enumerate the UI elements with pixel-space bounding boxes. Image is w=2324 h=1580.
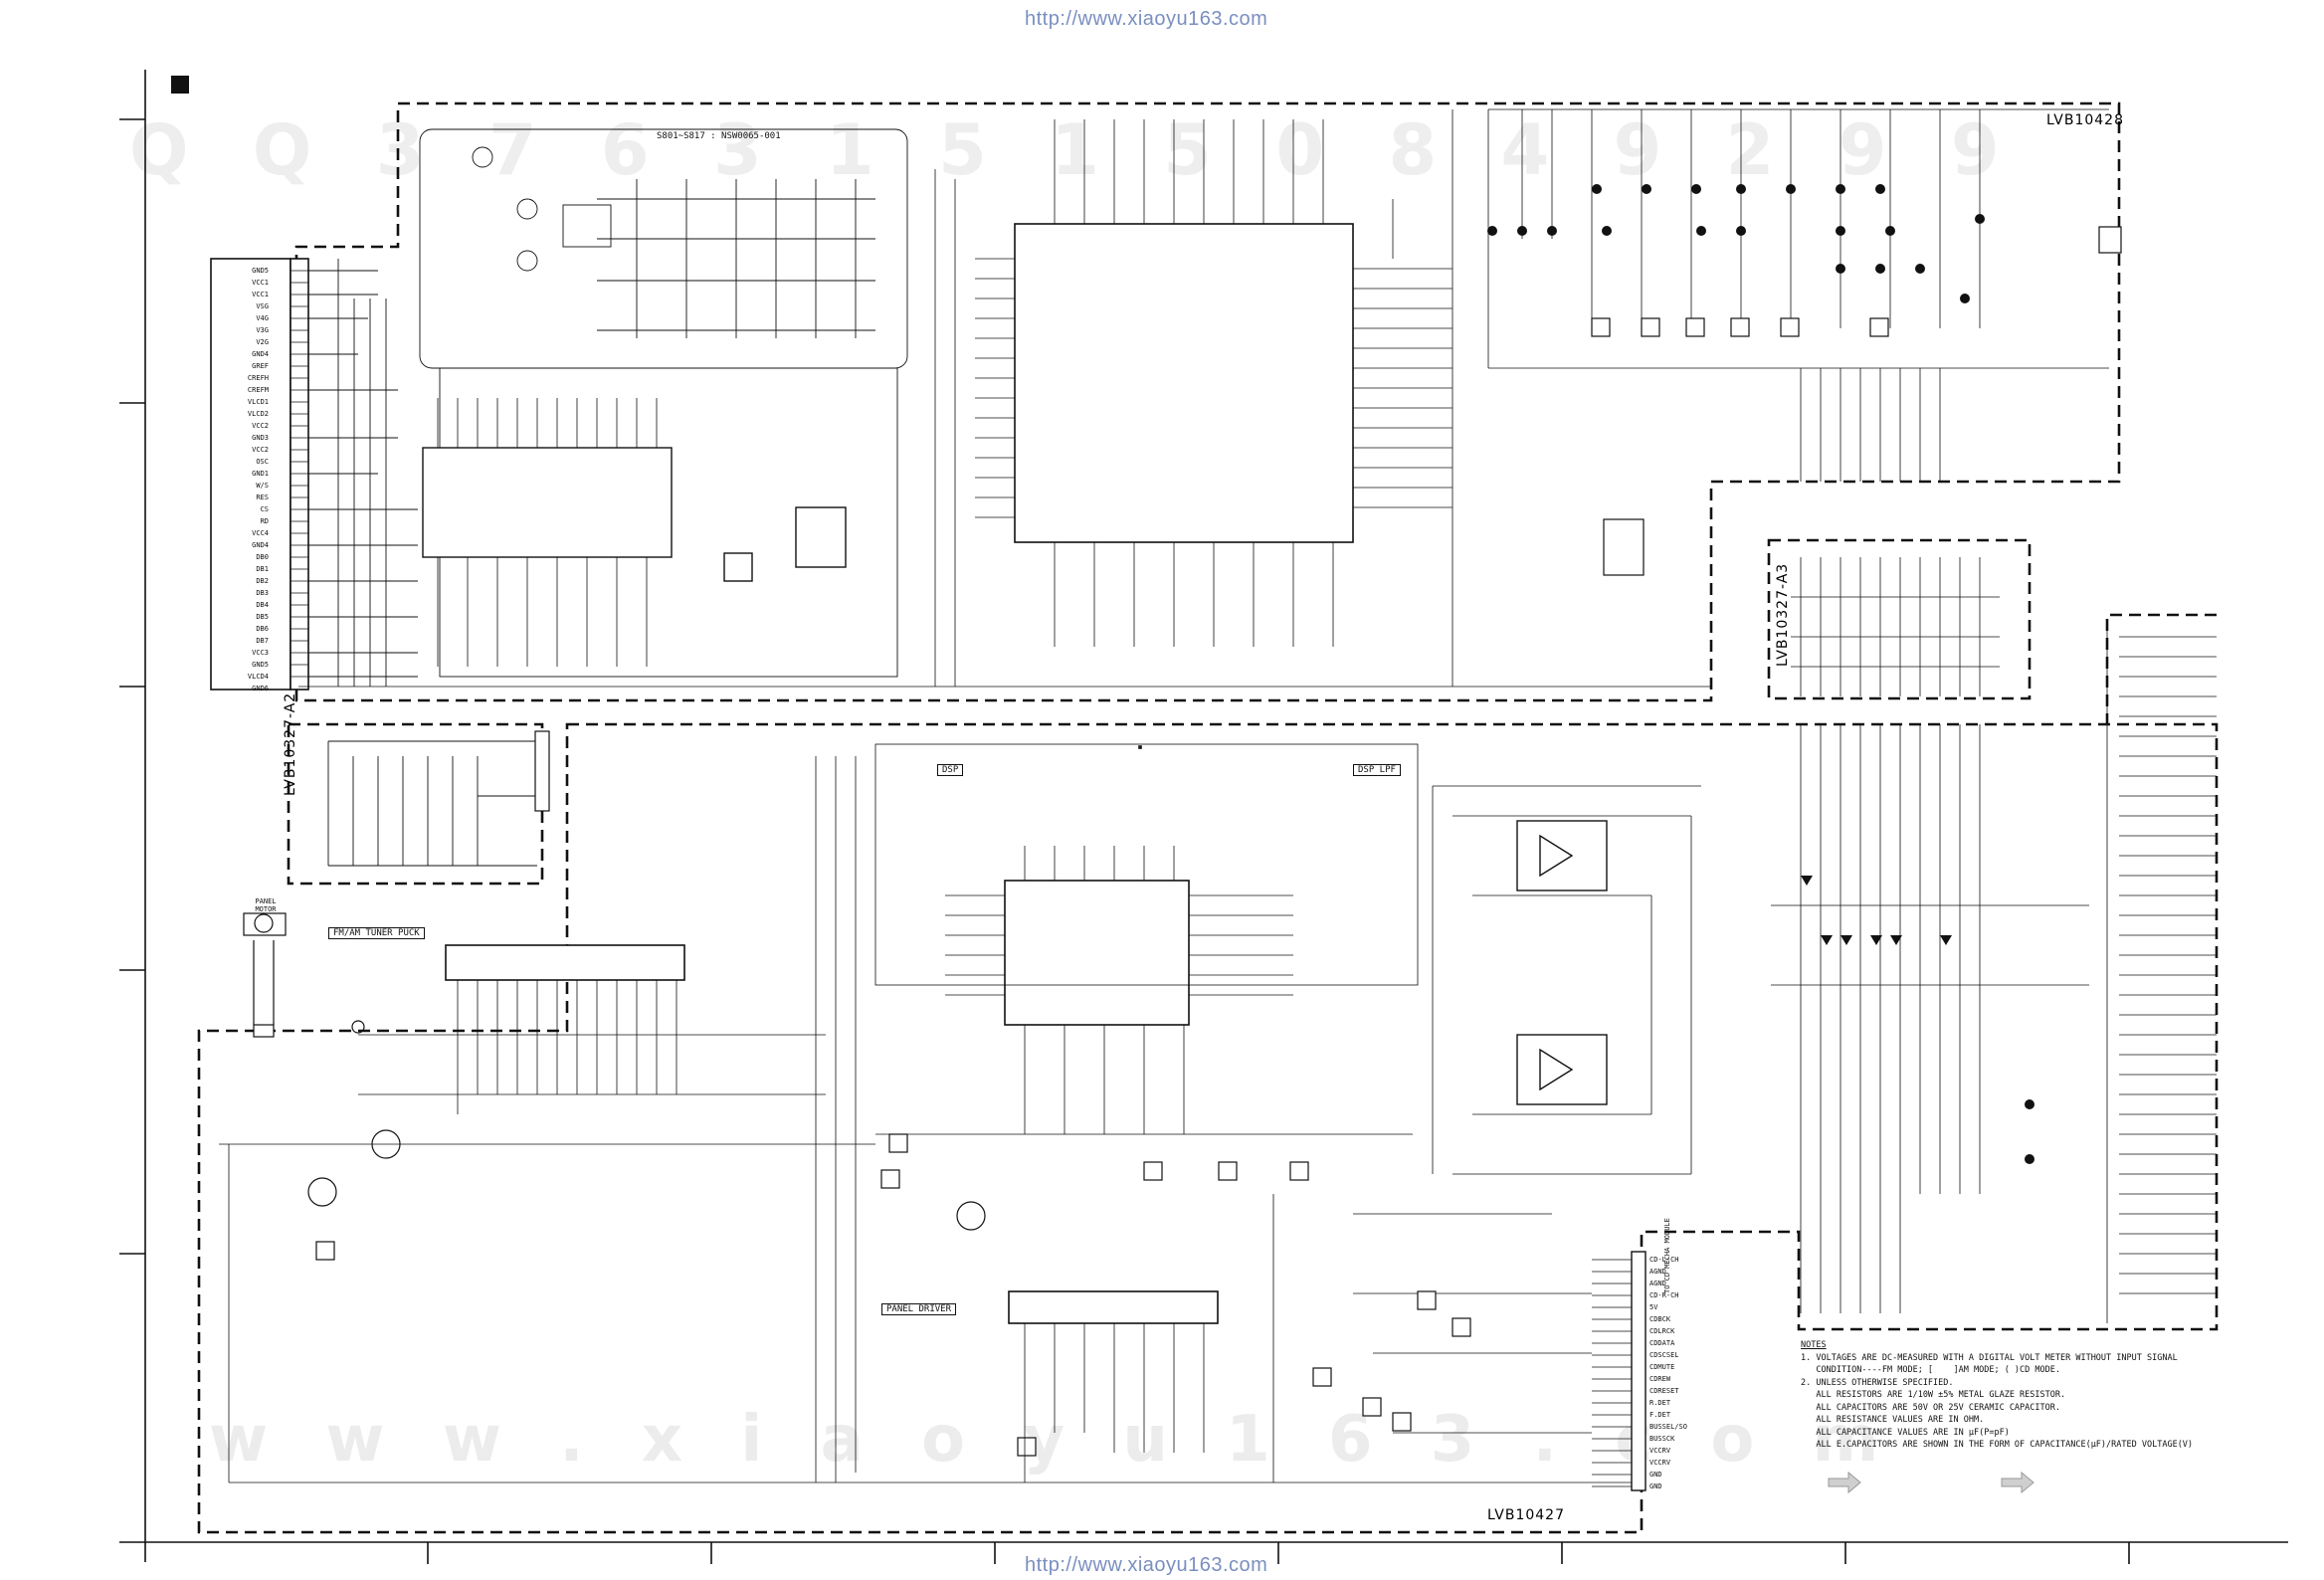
notes-line: 2. UNLESS OTHERWISE SPECIFIED. [1801,1377,1954,1388]
pin-label: VSG [256,302,269,310]
cd-pin-label: CDBCK [1649,1315,1671,1323]
pin-label: V2G [256,338,269,346]
notes-line: ALL RESISTANCE VALUES ARE IN OHM. [1801,1415,1985,1425]
dsp-label: DSP [937,764,964,776]
pin-label: DB0 [256,553,269,561]
cd-pin-label: GND [1649,1482,1662,1490]
pin-label: VLCD2 [247,410,269,418]
pin-label: CS [260,505,269,513]
pin-label: CREFM [247,386,269,394]
pin-label: VCC1 [252,291,269,298]
pin-label: GND5 [252,661,269,669]
pin-label: VCC3 [252,649,269,657]
pin-label: VLCD1 [247,398,269,406]
pin-label: DB4 [256,601,269,609]
header-url[interactable]: http://www.xiaoyu163.com [1025,8,1268,30]
pin-label: GND5 [252,267,269,275]
pin-label: GND4 [252,541,269,549]
board-label-a3: LVB10327-A3 [1775,562,1791,667]
pin-label: VCC4 [252,529,269,537]
board-label-front: LVB10428 [2046,112,2124,128]
footer-url[interactable]: http://www.xiaoyu163.com [1025,1554,1268,1576]
cd-pin-label: CDRESET [1649,1387,1679,1395]
pin-label: GND6 [252,685,269,692]
notes-block: NOTES 1. VOLTAGES ARE DC-MEASURED WITH A… [1801,1339,2193,1452]
pin-label: DB1 [256,565,269,573]
notes-line: ALL CAPACITORS ARE 50V OR 25V CERAMIC CA… [1801,1402,2060,1413]
cd-pin-label: F.DET [1649,1411,1671,1419]
pin-label: VCC1 [252,279,269,287]
pin-label: DB6 [256,625,269,633]
pin-label: VCC2 [252,446,269,454]
cd-pin-label: CDREW [1649,1375,1671,1383]
cd-pin-label: AGND [1649,1268,1666,1276]
pin-label: DB3 [256,589,269,597]
watermark-top: Q Q 3 7 6 3 1 5 1 5 0 8 4 9 2 9 9 [129,109,2020,191]
cd-pin-label: R.DET [1649,1399,1671,1407]
pin-label: VLCD4 [247,673,269,681]
board-label-a2: LVB10327-A2 [283,691,298,796]
cd-pin-label: BUSSEL/SO [1649,1423,1687,1431]
pin-label: GND4 [252,350,269,358]
cd-pin-label: BUSSCK [1649,1435,1675,1443]
cd-pin-label: GND [1649,1471,1662,1479]
cd-pin-label: CD-R-CH [1649,1291,1679,1299]
tuner-label: FM/AM TUNER PUCK [328,927,425,939]
pin-label: VCC2 [252,422,269,430]
pin-label: DB7 [256,637,269,645]
cd-pin-label: 5V [1649,1303,1658,1311]
pin-label: RD [260,517,269,525]
cd-pin-label: CDMUTE [1649,1363,1675,1371]
notes-title: NOTES [1801,1340,1827,1350]
pin-label: CREFH [247,374,269,382]
pin-label: GREF [252,362,269,370]
dsp-lpf-label: DSP LPF [1353,764,1401,776]
cd-pin-label: CDSCSEL [1649,1351,1679,1359]
notes-line: ALL RESISTORS ARE 1/10W ±5% METAL GLAZE … [1801,1390,2066,1400]
cd-pin-label: VCCRV [1649,1459,1671,1467]
cd-pin-label: VCCRV [1649,1447,1671,1455]
pin-label: RES [256,494,269,501]
cd-pin-label: CDLRCK [1649,1327,1675,1335]
pin-label: OSC [256,458,269,466]
notes-line: 1. VOLTAGES ARE DC-MEASURED WITH A DIGIT… [1801,1352,2178,1363]
switch-block-label: S801~S817 : NSW0065-001 [657,131,781,141]
pin-label: V4G [256,314,269,322]
cd-pin-label: AGND [1649,1280,1666,1287]
cd-pin-label: CD-L-CH [1649,1256,1679,1264]
cd-pin-label: CDDATA [1649,1339,1675,1347]
pin-label: GND1 [252,470,269,478]
pin-label: DB2 [256,577,269,585]
notes-line: ALL CAPACITANCE VALUES ARE IN μF(P=pF) [1801,1427,2010,1438]
cd-connector-pin-list: CD-L-CH AGND AGND CD-R-CH 5V CDBCK CDLRC… [1649,1254,1687,1492]
board-label-main: LVB10427 [1487,1507,1565,1523]
pin-label: W/S [256,482,269,490]
notes-line: ALL E.CAPACITORS ARE SHOWN IN THE FORM O… [1801,1440,2194,1450]
pin-label: V3G [256,326,269,334]
panel-motor-label: PANEL MOTOR [255,897,277,913]
connector-left-pin-list: GND5 VCC1 VCC1 VSG V4G V3G V2G GND4 GREF… [213,265,269,694]
pin-label: DB5 [256,613,269,621]
section-marker [171,76,189,94]
panel-driver-label: PANEL DRIVER [881,1303,957,1315]
pin-label: GND3 [252,434,269,442]
notes-line: CONDITION----FM MODE; [ ]AM MODE; ( )CD … [1801,1365,2060,1375]
